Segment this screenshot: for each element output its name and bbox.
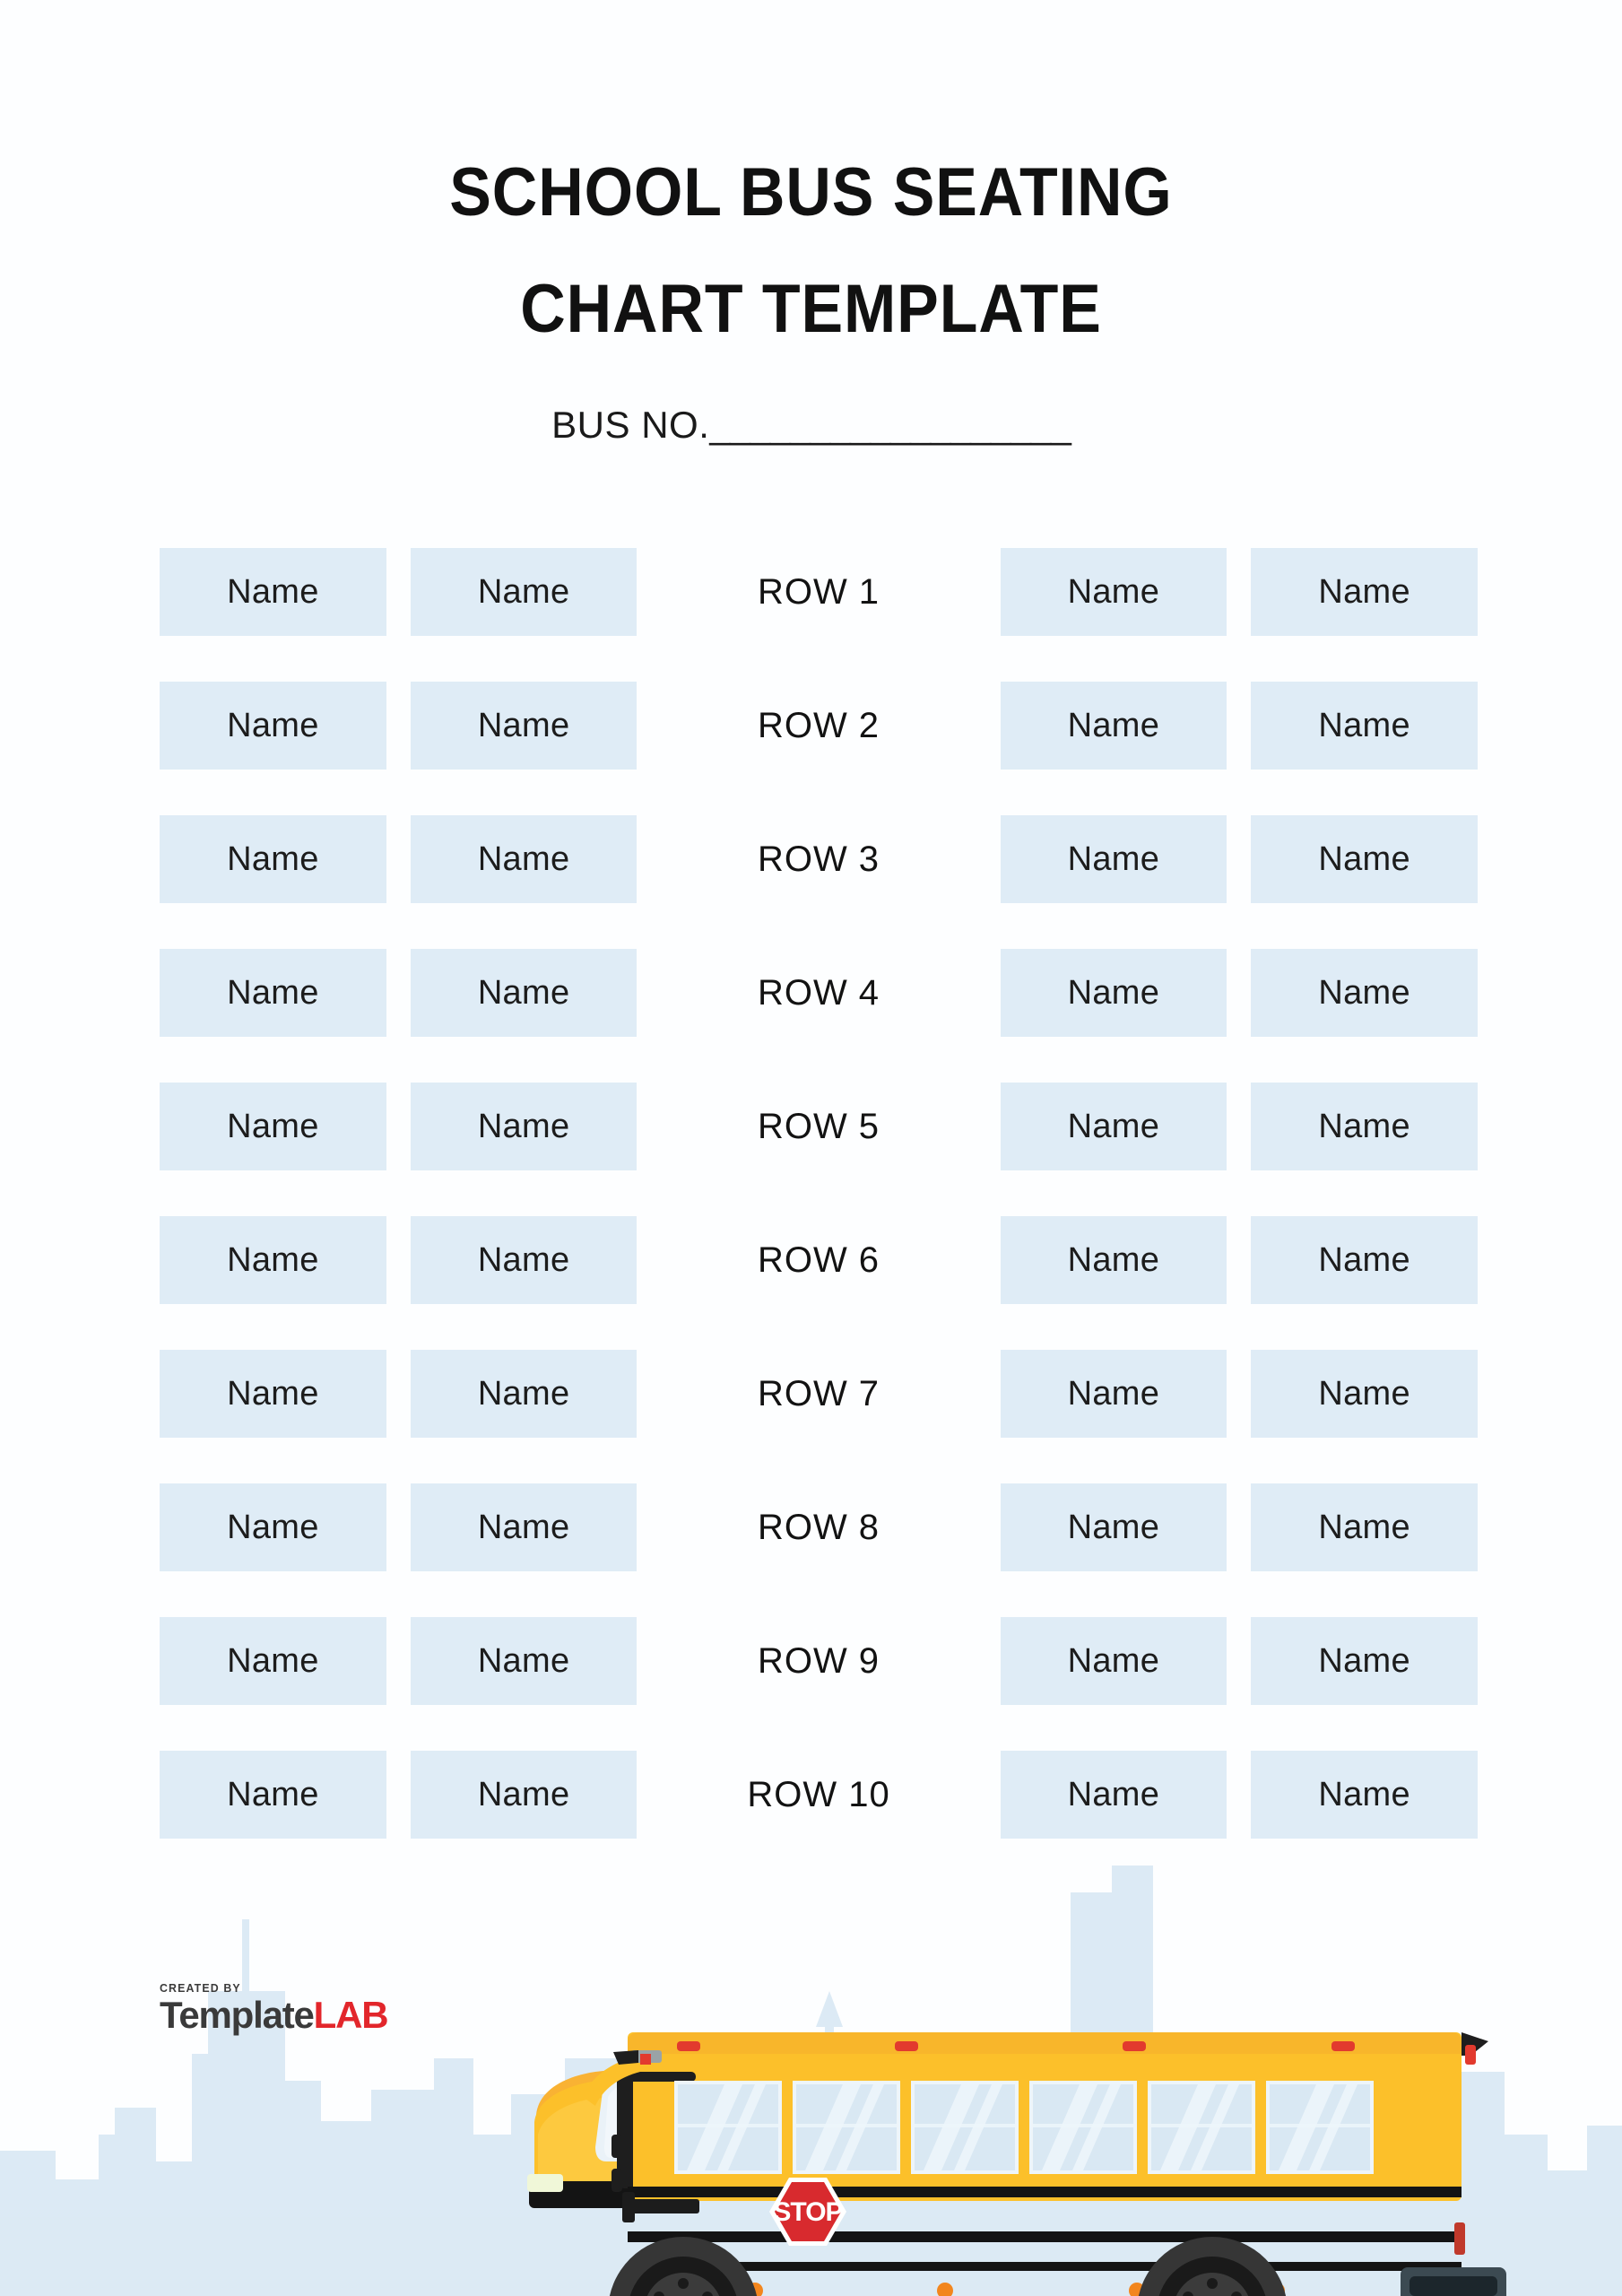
bus-number-field[interactable]: BUS NO.__________________	[0, 404, 1622, 447]
seat-cell-left-2[interactable]: Name	[410, 1083, 638, 1170]
school-bus-icon: STOP	[527, 2032, 1506, 2296]
seating-row: Name Name ROW 8 Name Name	[160, 1483, 1479, 1571]
svg-text:STOP: STOP	[773, 2197, 842, 2227]
seat-cell-right-2[interactable]: Name	[1251, 1350, 1479, 1438]
seat-cell-right-2[interactable]: Name	[1251, 682, 1479, 770]
bus-wheel-rear	[1138, 2237, 1287, 2296]
logo-wordmark: TemplateLAB	[160, 1995, 447, 2036]
stop-sign-icon: STOP	[622, 2178, 846, 2246]
seat-cell-left-2[interactable]: Name	[410, 815, 638, 903]
seat-cell-right-1[interactable]: Name	[1000, 1483, 1227, 1571]
seat-cell-right-1[interactable]: Name	[1000, 815, 1227, 903]
seat-cell-right-2[interactable]: Name	[1251, 949, 1479, 1037]
seat-cell-right-1[interactable]: Name	[1000, 548, 1227, 636]
seat-cell-left-2[interactable]: Name	[410, 949, 638, 1037]
seat-cell-right-2[interactable]: Name	[1251, 1216, 1479, 1304]
seating-row: Name Name ROW 1 Name Name	[160, 548, 1479, 636]
seat-cell-left-1[interactable]: Name	[160, 949, 386, 1037]
seat-cell-right-1[interactable]: Name	[1000, 682, 1227, 770]
seat-cell-right-1[interactable]: Name	[1000, 1751, 1227, 1839]
templatelab-logo: CREATED BY TemplateLAB	[160, 1982, 447, 2036]
seating-row: Name Name ROW 3 Name Name	[160, 815, 1479, 903]
seat-cell-left-1[interactable]: Name	[160, 1216, 386, 1304]
row-label: ROW 8	[757, 1507, 880, 1547]
seating-row: Name Name ROW 10 Name Name	[160, 1751, 1479, 1839]
seat-cell-right-2[interactable]: Name	[1251, 1483, 1479, 1571]
page-title-line-2: CHART TEMPLATE	[520, 271, 1102, 347]
seat-cell-left-1[interactable]: Name	[160, 1751, 386, 1839]
seat-cell-right-1[interactable]: Name	[1000, 1083, 1227, 1170]
roof-light	[677, 2041, 700, 2051]
marker-lamp	[937, 2283, 953, 2296]
bus-windows	[674, 2081, 1374, 2174]
seat-cell-left-1[interactable]: Name	[160, 548, 386, 636]
seat-cell-left-1[interactable]: Name	[160, 1083, 386, 1170]
seat-cell-right-1[interactable]: Name	[1000, 1216, 1227, 1304]
row-label: ROW 9	[757, 1640, 880, 1681]
seat-cell-right-2[interactable]: Name	[1251, 548, 1479, 636]
page-title-line-1: SCHOOL BUS SEATING	[449, 154, 1173, 230]
row-label: ROW 3	[757, 839, 880, 879]
seating-row: Name Name ROW 4 Name Name	[160, 949, 1479, 1037]
seat-cell-right-1[interactable]: Name	[1000, 1617, 1227, 1705]
seat-cell-right-1[interactable]: Name	[1000, 949, 1227, 1037]
row-label: ROW 6	[757, 1239, 880, 1280]
row-label: ROW 7	[757, 1373, 880, 1413]
seat-cell-right-2[interactable]: Name	[1251, 815, 1479, 903]
roof-light	[1123, 2041, 1146, 2051]
seat-cell-left-2[interactable]: Name	[410, 1617, 638, 1705]
seating-row: Name Name ROW 9 Name Name	[160, 1617, 1479, 1705]
seat-cell-left-2[interactable]: Name	[410, 1216, 638, 1304]
seat-cell-right-2[interactable]: Name	[1251, 1751, 1479, 1839]
page-title: SCHOOL BUS SEATING CHART TEMPLATE	[0, 135, 1622, 368]
row-label: ROW 2	[757, 705, 880, 745]
seating-row: Name Name ROW 5 Name Name	[160, 1083, 1479, 1170]
bus-wheel-front	[609, 2237, 758, 2296]
seat-cell-left-1[interactable]: Name	[160, 682, 386, 770]
logo-created-by-label: CREATED BY	[160, 1981, 241, 1995]
seating-row: Name Name ROW 7 Name Name	[160, 1350, 1479, 1438]
roof-light	[1331, 2041, 1355, 2051]
seat-cell-left-2[interactable]: Name	[410, 1751, 638, 1839]
seat-cell-right-2[interactable]: Name	[1251, 1083, 1479, 1170]
seat-cell-right-2[interactable]: Name	[1251, 1617, 1479, 1705]
seat-cell-left-1[interactable]: Name	[160, 1617, 386, 1705]
seating-row: Name Name ROW 2 Name Name	[160, 682, 1479, 770]
row-label: ROW 4	[757, 972, 880, 1013]
seat-cell-left-2[interactable]: Name	[410, 1350, 638, 1438]
seat-cell-left-1[interactable]: Name	[160, 815, 386, 903]
seat-cell-left-1[interactable]: Name	[160, 1483, 386, 1571]
seat-cell-left-2[interactable]: Name	[410, 548, 638, 636]
seating-row: Name Name ROW 6 Name Name	[160, 1216, 1479, 1304]
seat-cell-left-2[interactable]: Name	[410, 1483, 638, 1571]
seat-cell-left-2[interactable]: Name	[410, 682, 638, 770]
bus-number-label: BUS NO.	[551, 404, 710, 446]
row-label: ROW 1	[757, 571, 880, 612]
seat-cell-left-1[interactable]: Name	[160, 1350, 386, 1438]
roof-light	[895, 2041, 918, 2051]
row-label: ROW 5	[757, 1106, 880, 1146]
bus-number-blank[interactable]: __________________	[709, 404, 1071, 446]
seat-cell-right-1[interactable]: Name	[1000, 1350, 1227, 1438]
school-bus-illustration: STOP	[0, 1866, 1622, 2296]
logo-template-text: Template	[160, 1994, 315, 2036]
logo-lab-text: LAB	[313, 1994, 389, 2036]
row-label: ROW 10	[747, 1774, 890, 1814]
